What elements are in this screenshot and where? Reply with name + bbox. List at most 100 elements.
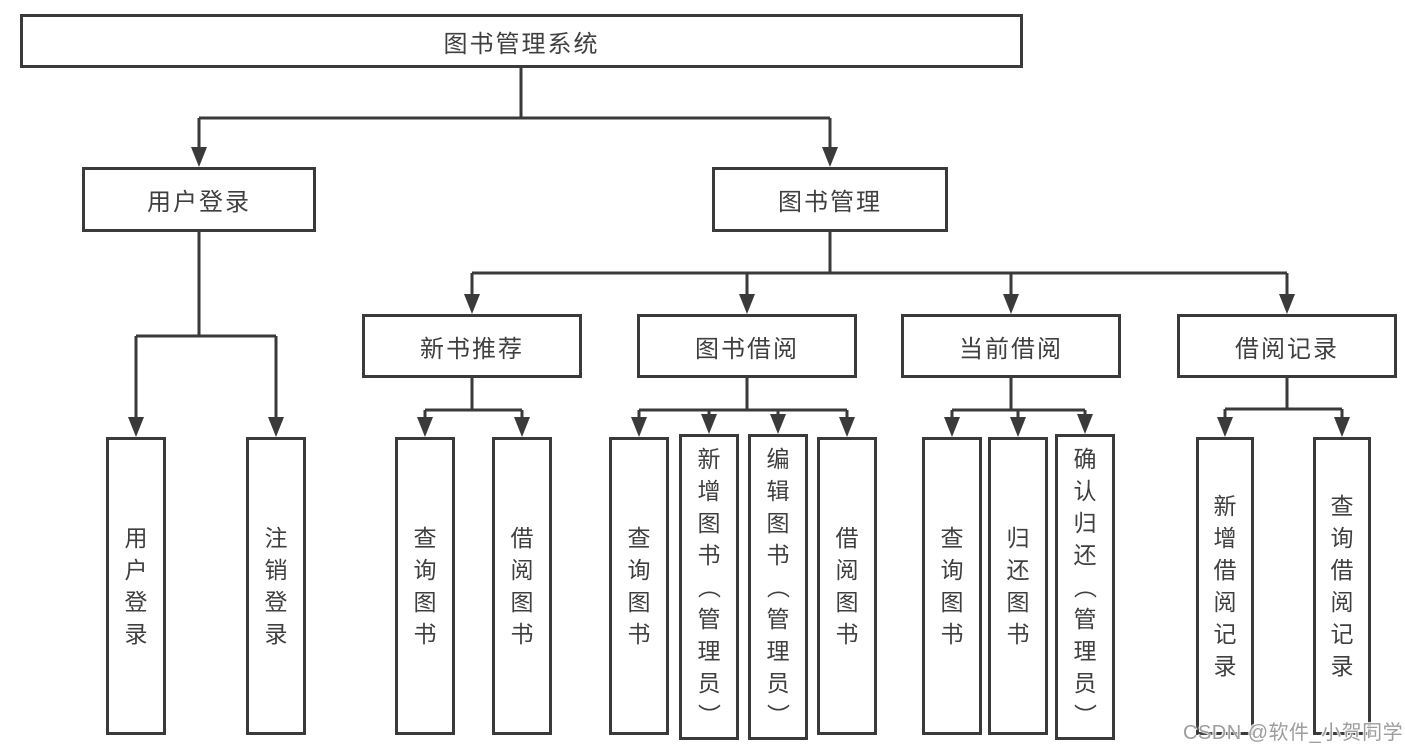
vertical-char: 借	[510, 525, 534, 551]
vertical-char: 登	[264, 589, 288, 615]
vertical-char: ）	[765, 703, 791, 727]
leaf-user-login: 用户登录	[106, 437, 166, 735]
vertical-char: 询	[1330, 525, 1354, 551]
node-label: 查询图书	[612, 440, 666, 732]
vertical-char: 借	[835, 525, 859, 551]
vertical-char: 查	[940, 525, 964, 551]
vertical-char: 用	[124, 525, 148, 551]
vertical-char: 员	[1073, 670, 1097, 696]
vertical-char: 询	[413, 557, 437, 583]
node-label: 确认归还（管理员）	[1058, 437, 1112, 737]
vertical-char: 书	[835, 621, 859, 647]
vertical-char: 查	[1330, 493, 1354, 519]
node-label: 用户登录	[147, 189, 251, 216]
vertical-char: 认	[1073, 478, 1097, 504]
watermark-text: CSDN @软件_小贺同学	[1183, 722, 1404, 744]
node-label: 借阅图书	[495, 440, 549, 732]
node-user-login: 用户登录	[82, 167, 316, 232]
vertical-char: 编	[766, 446, 790, 472]
vertical-char: 阅	[1330, 589, 1354, 615]
vertical-char: 图	[940, 589, 964, 615]
vertical-char: 询	[940, 557, 964, 583]
vertical-char: 图	[766, 510, 790, 536]
vertical-char: 书	[510, 621, 534, 647]
vertical-char: 查	[413, 525, 437, 551]
vertical-char: 录	[124, 621, 148, 647]
vertical-char: 管	[766, 606, 790, 632]
vertical-char: 员	[766, 670, 790, 696]
leaf-records-query-borrow-record: 查询借阅记录	[1313, 437, 1371, 735]
vertical-char: 书	[1006, 621, 1030, 647]
node-label: 新增借阅记录	[1199, 440, 1251, 732]
leaf-borrowing-add-book-admin: 新增图书（管理员）	[679, 434, 739, 740]
vertical-char: 还	[1006, 557, 1030, 583]
node-label: 注销登录	[249, 440, 303, 732]
leaf-logout: 注销登录	[246, 437, 306, 735]
vertical-char: 图	[413, 589, 437, 615]
vertical-char: 新	[697, 446, 721, 472]
vertical-char: 图	[627, 589, 651, 615]
vertical-char: 注	[264, 525, 288, 551]
node-book-borrowing: 图书借阅	[637, 314, 857, 378]
node-label: 查询图书	[398, 440, 452, 732]
vertical-char: 借	[1213, 557, 1237, 583]
vertical-char: 图	[510, 589, 534, 615]
vertical-char: 销	[264, 557, 288, 583]
leaf-borrowing-query-book: 查询图书	[609, 437, 669, 735]
vertical-char: （	[1072, 575, 1098, 599]
vertical-char: 图	[1006, 589, 1030, 615]
vertical-char: （	[765, 575, 791, 599]
vertical-char: 确	[1073, 446, 1097, 472]
leaf-borrowing-borrow-book: 借阅图书	[817, 437, 877, 735]
node-label: 查询图书	[925, 440, 979, 732]
node-label: 图书借阅	[695, 335, 799, 363]
leaf-current-query-book: 查询图书	[922, 437, 982, 735]
leaf-current-return-book: 归还图书	[988, 437, 1048, 735]
node-label: 借阅记录	[1235, 335, 1339, 363]
vertical-char: 新	[1213, 493, 1237, 519]
vertical-char: 书	[627, 621, 651, 647]
vertical-char: 书	[697, 542, 721, 568]
node-borrowing-records: 借阅记录	[1177, 314, 1397, 378]
vertical-char: ）	[1072, 703, 1098, 727]
leaf-recommend-query-book: 查询图书	[395, 437, 455, 735]
leaf-current-confirm-return-admin: 确认归还（管理员）	[1055, 434, 1115, 740]
vertical-char: 登	[124, 589, 148, 615]
vertical-char: 阅	[510, 557, 534, 583]
vertical-char: 查	[627, 525, 651, 551]
node-new-book-recommendation: 新书推荐	[362, 314, 582, 378]
node-label: 图书管理	[778, 189, 882, 216]
node-label: 查询借阅记录	[1316, 440, 1368, 732]
node-label: 编辑图书（管理员）	[751, 437, 805, 737]
vertical-char: 图	[835, 589, 859, 615]
node-label: 新书推荐	[420, 335, 524, 363]
vertical-char: 归	[1006, 525, 1030, 551]
vertical-char: 管	[697, 606, 721, 632]
leaf-borrowing-edit-book-admin: 编辑图书（管理员）	[748, 434, 808, 740]
vertical-char: 理	[697, 638, 721, 664]
node-label: 归还图书	[991, 440, 1045, 732]
vertical-char: 借	[1330, 557, 1354, 583]
vertical-char: 阅	[835, 557, 859, 583]
vertical-char: 录	[264, 621, 288, 647]
node-label: 图书管理系统	[443, 30, 600, 58]
node-label: 新增图书（管理员）	[682, 437, 736, 737]
vertical-char: 书	[413, 621, 437, 647]
vertical-char: ）	[696, 703, 722, 727]
vertical-char: 询	[627, 557, 651, 583]
node-label: 借阅图书	[820, 440, 874, 732]
vertical-char: 归	[1073, 510, 1097, 536]
vertical-char: 记	[1330, 621, 1354, 647]
node-label: 用户登录	[109, 440, 163, 732]
node-current-borrowing: 当前借阅	[901, 314, 1121, 378]
leaf-records-add-borrow-record: 新增借阅记录	[1196, 437, 1254, 735]
vertical-char: 理	[1073, 638, 1097, 664]
vertical-char: 录	[1213, 653, 1237, 679]
vertical-char: 书	[940, 621, 964, 647]
vertical-char: 增	[697, 478, 721, 504]
vertical-char: 辑	[766, 478, 790, 504]
vertical-char: 录	[1330, 653, 1354, 679]
vertical-char: 阅	[1213, 589, 1237, 615]
